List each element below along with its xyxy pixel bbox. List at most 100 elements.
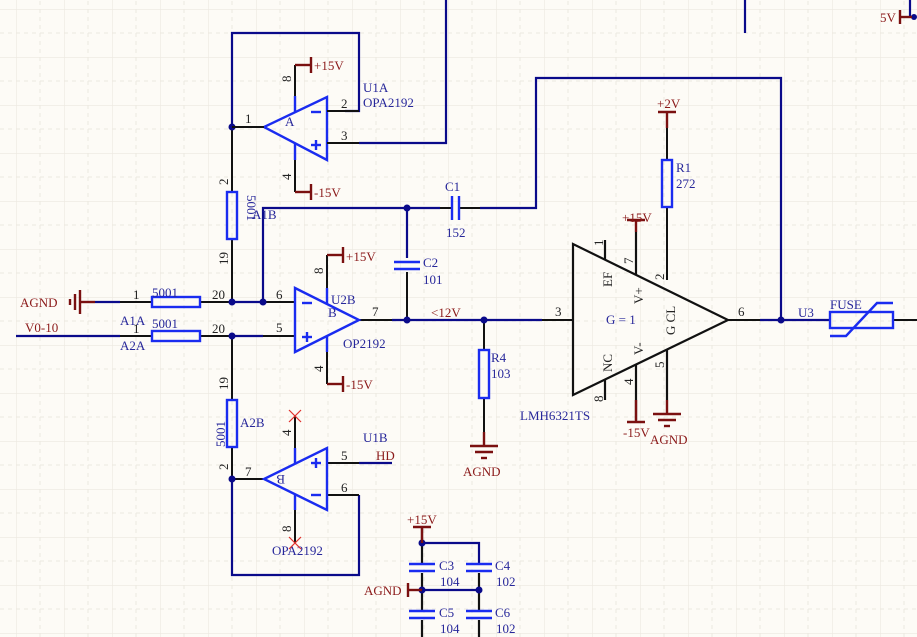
schematic-label: 8 [591, 396, 606, 403]
schematic-label: 7 [245, 464, 252, 479]
capacitor-c1[interactable]: C1 152 [445, 179, 466, 240]
resistor-a1b[interactable]: A1B 5001 2 19 [216, 179, 277, 266]
schematic-label: 5001 [152, 316, 178, 331]
schematic-label: A2A [120, 338, 146, 353]
fuse-symbol[interactable]: FUSE [828, 297, 895, 338]
resistor-a2a[interactable]: 5001 A2A 1 20 [120, 316, 225, 353]
schematic-label: 4 [311, 365, 326, 372]
net-label-v0-10: V0-10 [25, 320, 58, 335]
resistor-a2b[interactable]: A2B 5001 19 2 [213, 377, 265, 470]
resistor-a1a[interactable]: 5001 A1A 1 20 [120, 285, 225, 328]
schematic-label: 104 [440, 621, 460, 636]
u3-gain-label: G = 1 [606, 312, 636, 327]
schematic-label: NC [600, 354, 615, 372]
schematic-label: 19 [216, 252, 231, 265]
schematic-label: -15V [346, 377, 373, 392]
schematic-label: 20 [212, 321, 225, 336]
schematic-label: 4 [621, 378, 636, 385]
schematic-label: 8 [311, 268, 326, 275]
opamp-u1b[interactable]: B 7 5 6 4 8 U1B OPA2192 HD [245, 409, 395, 558]
schematic-label: AGND [364, 583, 402, 598]
schematic-label: R1 [676, 160, 691, 175]
net-label-hd: HD [376, 448, 395, 463]
u1b-part: OPA2192 [272, 543, 323, 558]
schematic-label: C3 [439, 558, 454, 573]
schematic-label: 101 [423, 272, 443, 287]
power-5v: 5V [880, 10, 912, 25]
schematic-label: FUSE [830, 297, 862, 312]
schematic-label: V- [631, 342, 646, 355]
bypass-capacitors[interactable]: +15V AGND C3 104 C4 102 C5 104 C6 102 [364, 512, 516, 636]
schematic-label: 5001 [213, 421, 228, 447]
schematic-label: 103 [491, 366, 511, 381]
schematic-label: 5001 [244, 195, 259, 221]
schematic-label: 8 [279, 526, 294, 533]
schematic-label: G CL [663, 306, 678, 335]
opamp-u1a[interactable]: A 1 2 3 8 4 U1A OPA2192 +15V -15V [232, 57, 414, 200]
schematic-label: 1 [591, 240, 606, 247]
net-label-lt12v: <12V [431, 305, 461, 320]
u1b-designator: U1B [363, 430, 388, 445]
schematic-label: 272 [676, 176, 696, 191]
wire-bypass-top [422, 541, 481, 563]
schematic-label: 2 [652, 274, 667, 281]
schematic-label: 104 [440, 574, 460, 589]
schematic-label: 2 [216, 179, 231, 186]
schematic-label: AGND [463, 464, 501, 479]
schematic-label: -15V [623, 425, 650, 440]
schematic-label: 102 [496, 621, 516, 636]
schematic-label: 6 [341, 480, 348, 495]
schematic-label: B [276, 472, 285, 487]
u1a-designator: U1A [363, 80, 389, 95]
schematic-label: 5V [880, 10, 897, 25]
u1a-unit-label: A [285, 114, 295, 129]
resistor-r4[interactable]: R4 103 AGND [463, 348, 511, 479]
schematic-label: AGND [20, 295, 58, 310]
schematic-label: 6 [276, 287, 283, 302]
schematic-label: 19 [216, 377, 231, 390]
schematic-label: -15V [314, 185, 341, 200]
schematic-label: C2 [423, 255, 438, 270]
agnd-input-symbol: AGND [20, 290, 95, 314]
buffer-u3-body [571, 242, 731, 397]
schematic-label: +2V [657, 96, 681, 111]
schematic-label: 102 [496, 574, 516, 589]
schematic-label: 5001 [152, 285, 178, 300]
resistor-r1[interactable]: +2V R1 272 [657, 96, 696, 209]
wire-feedback-main [480, 76, 783, 320]
schematic-label: A1A [120, 313, 146, 328]
schematic-label: +15V [346, 249, 376, 264]
schematic-label: A1B [252, 207, 277, 222]
schematic-label: 8 [279, 76, 294, 83]
u2b-designator: U2B [331, 292, 356, 307]
schematic-label: 20 [212, 287, 225, 302]
schematic-label: 1 [245, 111, 252, 126]
schematic-label: C1 [445, 179, 460, 194]
schematic-label: EF [600, 272, 615, 287]
schematic-label: +15V [407, 512, 437, 527]
schematic-label: 3 [555, 304, 562, 319]
schematic-label: A2B [240, 415, 265, 430]
schematic-label: 4 [279, 429, 294, 436]
schematic-label: 2 [341, 96, 348, 111]
schematic-label: 3 [341, 128, 348, 143]
wire-u1a-noninv [359, 0, 448, 145]
schematic-label: +15V [622, 210, 652, 225]
schematic-label: 5 [276, 320, 283, 335]
schematic-label: B [328, 305, 337, 320]
schematic-label: 1 [133, 287, 140, 302]
opamp-u2b[interactable]: B U2B OP2192 6 5 7 8 4 +15V -15V [276, 247, 386, 392]
wires [16, 0, 917, 637]
schematic-label: C6 [495, 605, 511, 620]
u1a-part: OPA2192 [363, 95, 414, 110]
capacitor-c2[interactable]: C2 101 [394, 255, 443, 287]
schematic-label: V+ [631, 287, 646, 304]
schematic-label: R4 [491, 350, 507, 365]
schematic-label: C4 [495, 558, 511, 573]
wire-u1b-feedback [230, 479, 361, 577]
schematic-label: 4 [279, 173, 294, 180]
buffer-u3[interactable]: +15V -15V AGND G = 1 LMH6321TS U3 3 6 1 … [520, 210, 814, 447]
